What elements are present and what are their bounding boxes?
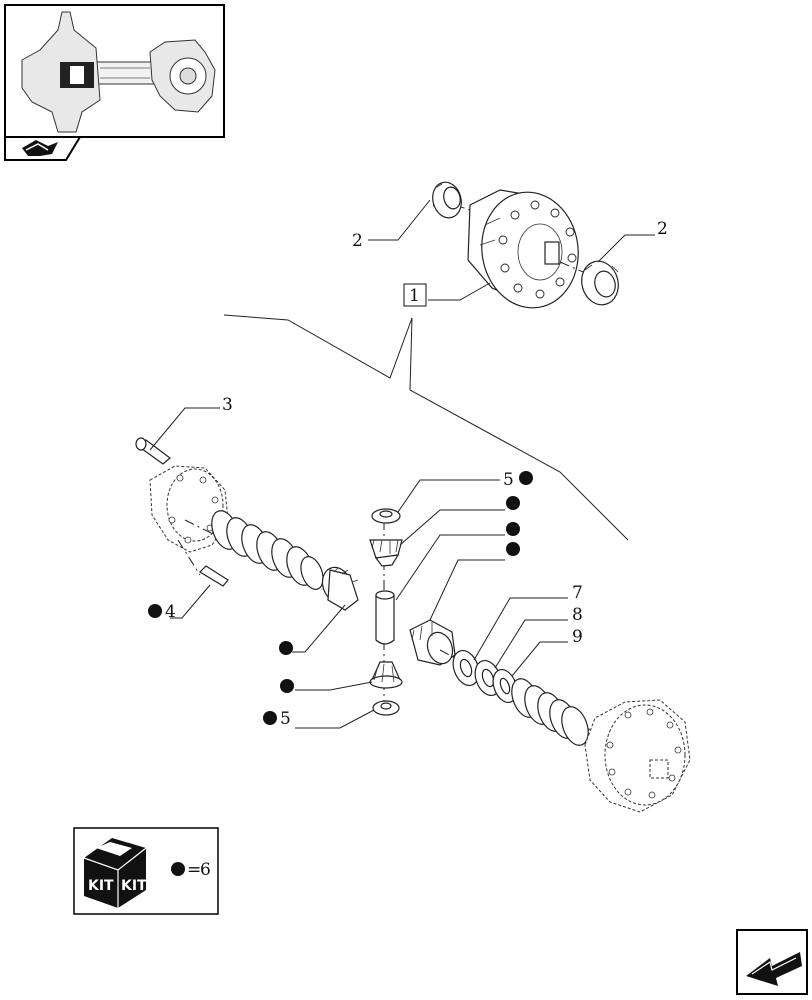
axle-assembly-thumbnail-icon: [21, 11, 216, 133]
thrust-washer-bottom[interactable]: [372, 700, 400, 716]
left-case-half[interactable]: [149, 465, 229, 553]
callout-4: 4: [165, 602, 176, 622]
side-gear-right[interactable]: [409, 619, 457, 667]
callout-1: 1: [409, 286, 420, 306]
bearing-right[interactable]: [577, 257, 623, 309]
callout-8: 8: [572, 605, 583, 625]
kit-marker-dot: [506, 542, 520, 556]
next-page-arrow-icon: [746, 952, 802, 986]
assembly-bracket-line: [223, 314, 629, 541]
next-page-button[interactable]: [736, 929, 808, 995]
kit-marker-dot: [280, 679, 294, 693]
callout-7: 7: [572, 583, 583, 603]
pinion-gear-bottom[interactable]: [369, 661, 403, 689]
callout-1-box: [403, 283, 427, 307]
kit-label-right: KIT: [121, 878, 147, 894]
clutch-disc-stack-left[interactable]: [207, 507, 327, 592]
clutch-disc-stack-right[interactable]: [507, 675, 593, 749]
callout-5-bottom: 5: [280, 709, 291, 729]
kit-marker-dot: [171, 862, 185, 876]
kit-marker-dot: [279, 641, 293, 655]
callout-3: 3: [222, 395, 233, 415]
shim-9[interactable]: [489, 666, 521, 705]
bearing-left[interactable]: [429, 179, 465, 221]
kit-marker-dot: [263, 711, 277, 725]
flange-bolt-holes: [498, 200, 577, 299]
kit-marker-dot: [506, 522, 520, 536]
callout-2-right: 2: [657, 219, 668, 239]
kit-marker-dot: [148, 604, 162, 618]
kit-legend-value: 6: [200, 860, 211, 880]
bolt[interactable]: [135, 437, 171, 465]
kit-label-left: KIT: [88, 878, 114, 894]
pinion-gear-top[interactable]: [369, 539, 403, 567]
kit-legend-equals: =: [187, 860, 201, 880]
book-arrow-icon: [22, 140, 58, 156]
kit-box-icon: [83, 838, 147, 908]
kit-marker-dot: [519, 471, 533, 485]
side-gear-left[interactable]: [318, 563, 359, 611]
pin[interactable]: [199, 565, 229, 587]
kit-marker-dot: [506, 496, 520, 510]
kit-legend-box: KIT KIT = 6: [73, 827, 219, 915]
callout-5-top: 5: [503, 470, 514, 490]
callout-9: 9: [572, 627, 583, 647]
cross-shaft[interactable]: [375, 590, 395, 645]
right-case-half[interactable]: [584, 699, 691, 813]
thumbnail-panel[interactable]: [4, 4, 225, 161]
callout-2-left: 2: [352, 231, 363, 251]
differential-case-assembly[interactable]: [467, 186, 586, 314]
thrust-washer-top[interactable]: [371, 508, 401, 524]
